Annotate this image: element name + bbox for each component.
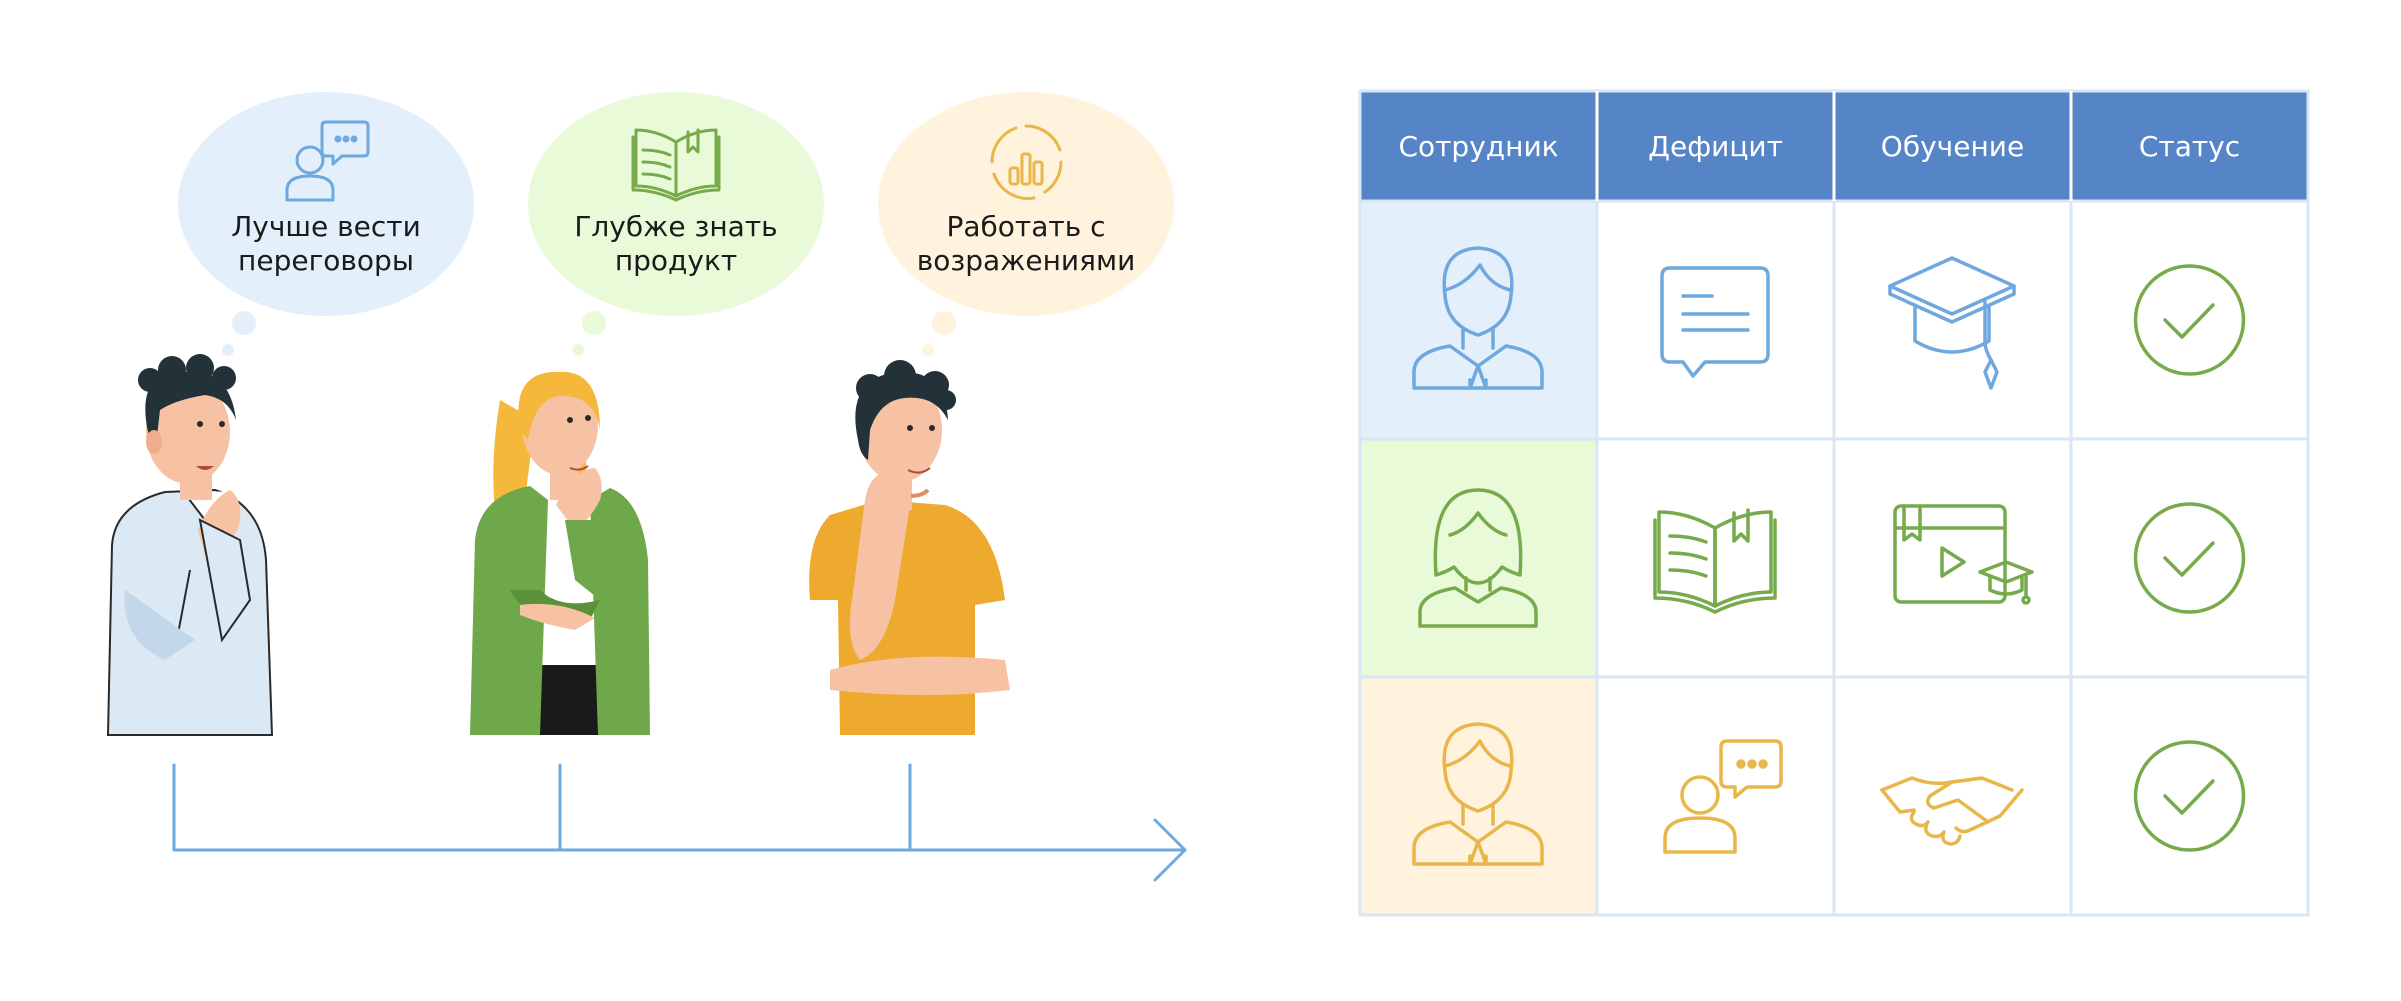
bubble-dot xyxy=(222,344,234,356)
man-thinking-illustration xyxy=(106,354,274,736)
male-employee-icon xyxy=(1412,722,1544,866)
thought-text-line-2: продукт xyxy=(615,244,737,277)
video-course-icon xyxy=(1893,504,2034,605)
header-dividers xyxy=(1595,91,2073,201)
open-book-icon xyxy=(1653,508,1777,614)
bubble-shape xyxy=(178,92,474,316)
bubble-dot xyxy=(922,344,934,356)
graduation-cap-icon xyxy=(1888,256,2016,390)
thought-bubble-3: Работать с возражениями xyxy=(878,92,1174,356)
timeline-arrow-head xyxy=(1153,818,1187,882)
bubble-shape xyxy=(528,92,824,316)
negotiation-icon xyxy=(285,120,370,202)
check-circle-icon xyxy=(2133,502,2246,614)
row-3-employee-cell xyxy=(1360,677,1597,915)
speaking-person-icon xyxy=(1663,739,1783,854)
book-icon xyxy=(631,128,721,202)
chat-message-icon xyxy=(1660,266,1770,378)
bubble-dot xyxy=(232,311,256,335)
thought-bubble-2: Глубже знать продукт xyxy=(528,92,824,356)
check-circle-icon xyxy=(2133,740,2246,852)
timeline-axis xyxy=(172,763,1187,882)
row-2-employee-cell xyxy=(1360,439,1597,677)
bubble-dot xyxy=(582,311,606,335)
row-1-employee-cell xyxy=(1360,201,1597,439)
thought-text-line-2: переговоры xyxy=(238,244,414,277)
header-deficit: Дефицит xyxy=(1648,130,1783,163)
analytics-chart-icon xyxy=(990,124,1063,200)
thought-text-line-1: Глубже знать xyxy=(574,210,777,243)
female-employee-icon xyxy=(1418,488,1538,628)
thought-text-line-1: Работать с xyxy=(946,210,1105,243)
check-circle-icon xyxy=(2133,264,2246,376)
woman-thinking-illustration xyxy=(470,371,650,735)
header-employee: Сотрудник xyxy=(1398,130,1558,163)
bubble-dot xyxy=(932,311,956,335)
header-training: Обучение xyxy=(1881,130,2024,163)
handshake-icon xyxy=(1880,776,2024,846)
table-grid xyxy=(1358,89,2310,917)
training-table: Сотрудник Дефицит Обучение Статус xyxy=(1358,89,2310,917)
thought-text-line-1: Лучше вести xyxy=(231,210,421,243)
thought-text-line-2: возражениями xyxy=(917,244,1136,277)
male-employee-icon xyxy=(1412,246,1544,390)
man-thinking-yellow-illustration xyxy=(809,360,1010,735)
bubble-dot xyxy=(572,344,584,356)
bubble-shape xyxy=(878,92,1174,316)
header-status: Статус xyxy=(2139,130,2240,163)
thought-bubble-1: Лучше вести переговоры xyxy=(178,92,474,356)
